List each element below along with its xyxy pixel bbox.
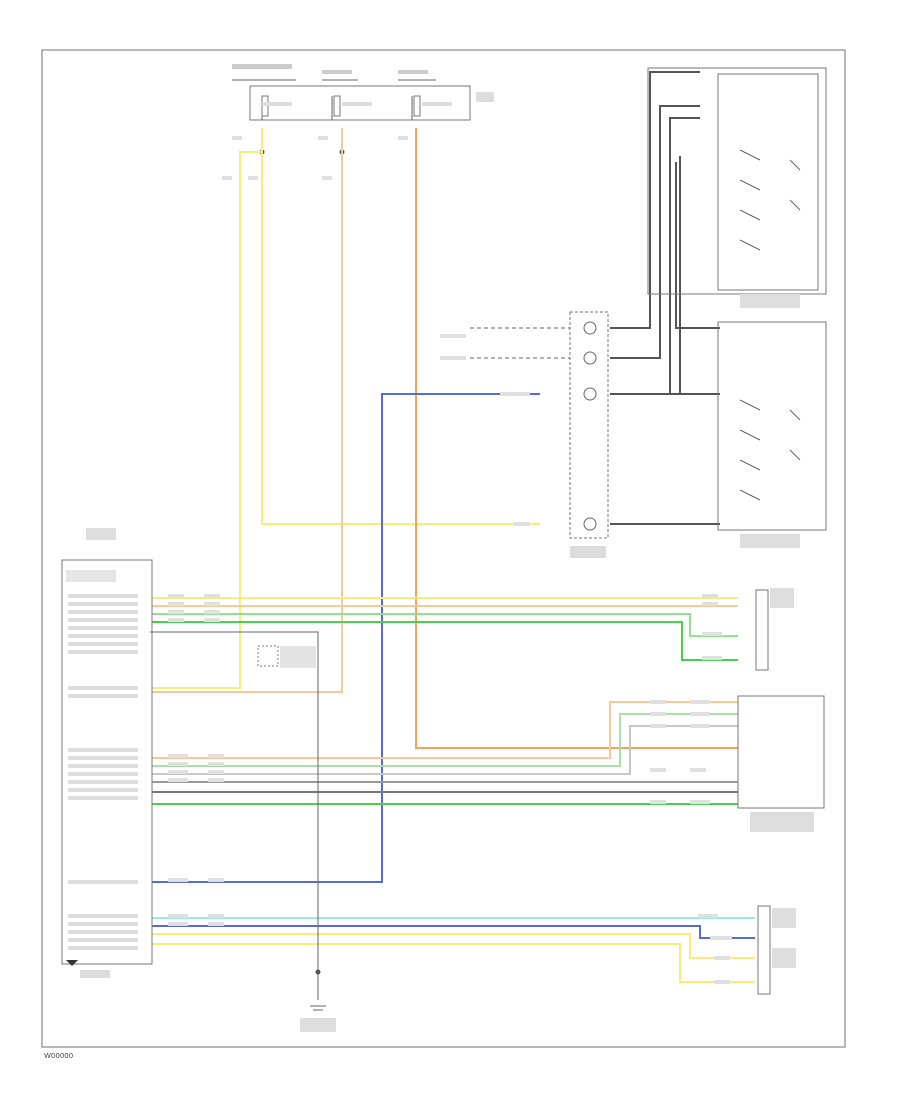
wire-light-orange xyxy=(152,128,343,693)
wire-yellow-b xyxy=(261,152,540,525)
interior-lights-block xyxy=(257,645,316,668)
rear-speakers xyxy=(757,905,796,995)
fuse-block xyxy=(232,64,494,121)
radio-pin-labels xyxy=(68,594,138,950)
diagram-border xyxy=(41,49,846,1048)
left-front-speaker xyxy=(755,588,794,671)
wire-blue xyxy=(152,393,540,883)
left-steering-wheel-controls xyxy=(647,67,827,308)
wire-yellow-a xyxy=(152,128,263,689)
audio-control-module xyxy=(737,695,825,832)
wire-orange xyxy=(415,128,738,749)
clock-spring-assembly xyxy=(470,311,609,558)
right-steering-wheel-controls xyxy=(717,321,827,548)
radio-unit xyxy=(61,528,153,978)
footer-code: W00000 xyxy=(44,1052,73,1060)
steering-wires xyxy=(610,71,720,525)
